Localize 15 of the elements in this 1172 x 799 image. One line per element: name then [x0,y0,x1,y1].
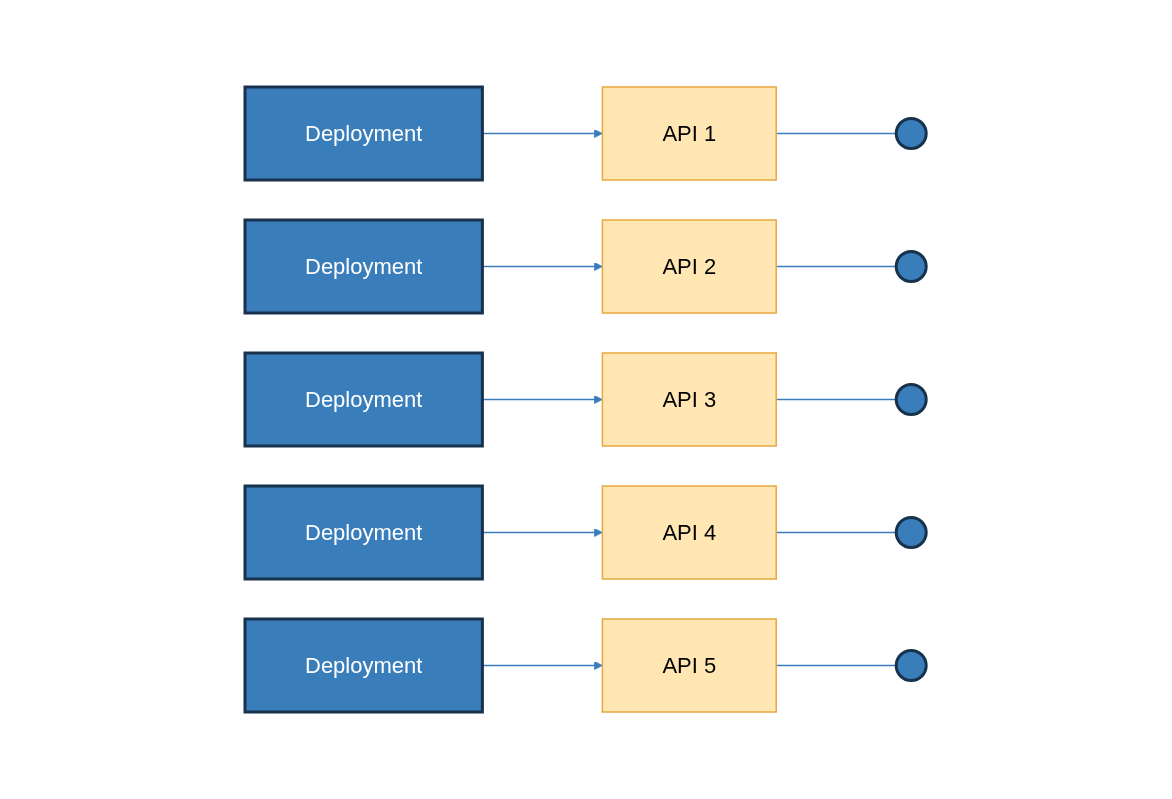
node-box: Deployment [243,351,485,448]
node-box: API 2 [602,219,778,314]
node-box: Deployment [243,617,485,714]
node-box: API 4 [602,485,778,580]
node-box: Deployment [243,85,485,182]
node-box: API 1 [602,86,778,181]
node-circle [895,250,929,283]
node-box: Deployment [243,218,485,315]
node-circle [895,516,929,549]
node-circle [895,383,929,416]
node-box: API 3 [602,352,778,447]
node-circle [895,649,929,682]
node-box: Deployment [243,484,485,581]
node-box: API 5 [602,618,778,713]
node-circle [895,117,929,150]
